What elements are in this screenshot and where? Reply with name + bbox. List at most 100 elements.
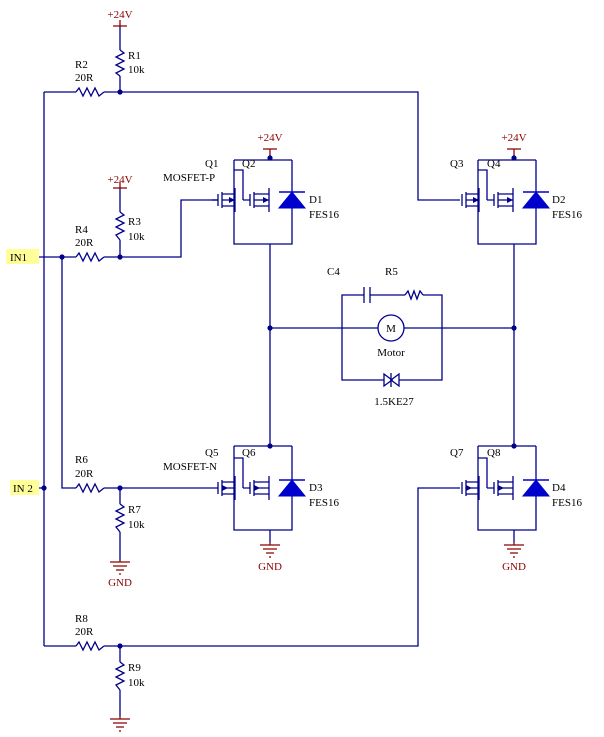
q3-q4-pmos-pair: Q3 Q4	[450, 158, 514, 212]
tvs-loop	[341, 328, 443, 381]
port-in1[interactable]: IN1	[6, 249, 39, 264]
junction-dot	[511, 155, 517, 161]
vcc-label: +24V	[107, 9, 132, 21]
r7-ref: R7	[128, 504, 141, 516]
resistor-r4: R4 20R	[75, 224, 105, 263]
q1-q2-pmos-pair: Q1 MOSFET-P Q2	[163, 158, 270, 212]
d4-value: FES16	[552, 497, 582, 509]
d1-value: FES16	[309, 209, 339, 221]
r6-ref: R6	[75, 454, 88, 466]
junction-dot	[267, 443, 273, 449]
diode-d4: D4 FES16	[521, 479, 582, 509]
r4-value: 20R	[75, 237, 94, 249]
q3-ref: Q3	[450, 158, 464, 170]
d3-ref: D3	[309, 482, 323, 494]
q2-ref: Q2	[242, 158, 255, 170]
tvs-diode: 1.5KE27	[374, 372, 414, 408]
resistor-r1: R1 10k	[114, 49, 145, 77]
d2-value: FES16	[552, 209, 582, 221]
junction-dot	[117, 485, 123, 491]
d1-ref: D1	[309, 194, 322, 206]
c4-ref: C4	[327, 266, 340, 278]
d2-ref: D2	[552, 194, 565, 206]
r9-ref: R9	[128, 662, 141, 674]
port-in2[interactable]: IN 2	[10, 480, 39, 495]
resistors: R1 10k R2 20R R3 10k R4 20R R5 R6	[75, 49, 424, 691]
motor-symbol: M Motor	[377, 314, 405, 359]
r9-value: 10k	[128, 677, 145, 689]
r4-ref: R4	[75, 224, 88, 236]
resistor-r9: R9 10k	[114, 661, 145, 691]
resistor-r5: R5	[385, 266, 424, 301]
gnd-symbol-right-bridge: GND	[502, 542, 526, 573]
r6-value: 20R	[75, 468, 94, 480]
r8-value: 20R	[75, 626, 94, 638]
vcc-label: +24V	[257, 132, 282, 144]
capacitor-c4: C4	[327, 266, 371, 303]
vcc-symbol-r3: +24V	[107, 174, 133, 189]
r3-ref: R3	[128, 216, 141, 228]
power-symbols: +24V +24V +24V +24V	[107, 9, 527, 189]
vcc-label: +24V	[107, 174, 132, 186]
snubber-loop	[341, 294, 443, 328]
in2-label: IN 2	[13, 483, 33, 495]
in1-branch-r6	[61, 257, 218, 489]
diode-d1: D1 FES16	[277, 191, 339, 221]
r2-ref: R2	[75, 59, 88, 71]
q7-q8-nmos-pair: Q7 Q8	[450, 447, 514, 500]
resistor-r2: R2 20R	[75, 59, 105, 98]
q5-q6-nmos-pair: Q5 MOSFET-N Q6	[163, 447, 270, 500]
junction-dot	[59, 254, 65, 260]
in1-label: IN1	[10, 252, 27, 264]
r7-value: 10k	[128, 519, 145, 531]
resistor-r3: R3 10k	[114, 211, 145, 243]
junction-dot	[511, 443, 517, 449]
tvs-label: 1.5KE27	[374, 396, 414, 408]
q4-ref: Q4	[487, 158, 501, 170]
resistor-r7: R7 10k	[114, 503, 145, 533]
gate-line-q3	[44, 91, 460, 201]
r8-ref: R8	[75, 613, 88, 625]
junction-dot	[117, 643, 123, 649]
q8-ref: Q8	[487, 447, 501, 459]
q1-type: MOSFET-P	[163, 172, 215, 184]
gnd-label: GND	[502, 561, 526, 573]
r2-value: 20R	[75, 72, 94, 84]
q7-ref: Q7	[450, 447, 464, 459]
vcc-symbol-right-bridge: +24V	[501, 132, 527, 155]
gnd-symbol-r9	[110, 716, 130, 732]
vcc-label: +24V	[501, 132, 526, 144]
d3-value: FES16	[309, 497, 339, 509]
diode-d2: D2 FES16	[521, 191, 582, 221]
junction-dot	[511, 325, 517, 331]
motor-letter: M	[386, 323, 396, 335]
gate-line-q7	[44, 487, 460, 647]
junction-dot	[41, 485, 47, 491]
gnd-label: GND	[108, 577, 132, 589]
q1-ref: Q1	[205, 158, 218, 170]
vcc-symbol-r1: +24V	[107, 9, 133, 27]
r5-ref: R5	[385, 266, 398, 278]
junctions	[41, 89, 517, 649]
junction-dot	[117, 89, 123, 95]
gnd-symbol-r7: GND	[108, 560, 132, 589]
gnd-symbol-left-bridge: GND	[258, 542, 282, 573]
r1-ref: R1	[128, 50, 141, 62]
vcc-symbol-left-bridge: +24V	[257, 132, 283, 155]
q6-ref: Q6	[242, 447, 256, 459]
resistor-r6: R6 20R	[75, 454, 105, 494]
d4-ref: D4	[552, 482, 566, 494]
motor-label: Motor	[377, 347, 405, 359]
resistor-r8: R8 20R	[75, 613, 105, 652]
r3-value: 10k	[128, 231, 145, 243]
r1-value: 10k	[128, 64, 145, 76]
q5-ref: Q5	[205, 447, 219, 459]
junction-dot	[267, 155, 273, 161]
junction-dot	[267, 325, 273, 331]
junction-dot	[117, 254, 123, 260]
wires	[38, 26, 537, 716]
gnd-label: GND	[258, 561, 282, 573]
diode-d3: D3 FES16	[277, 479, 339, 509]
